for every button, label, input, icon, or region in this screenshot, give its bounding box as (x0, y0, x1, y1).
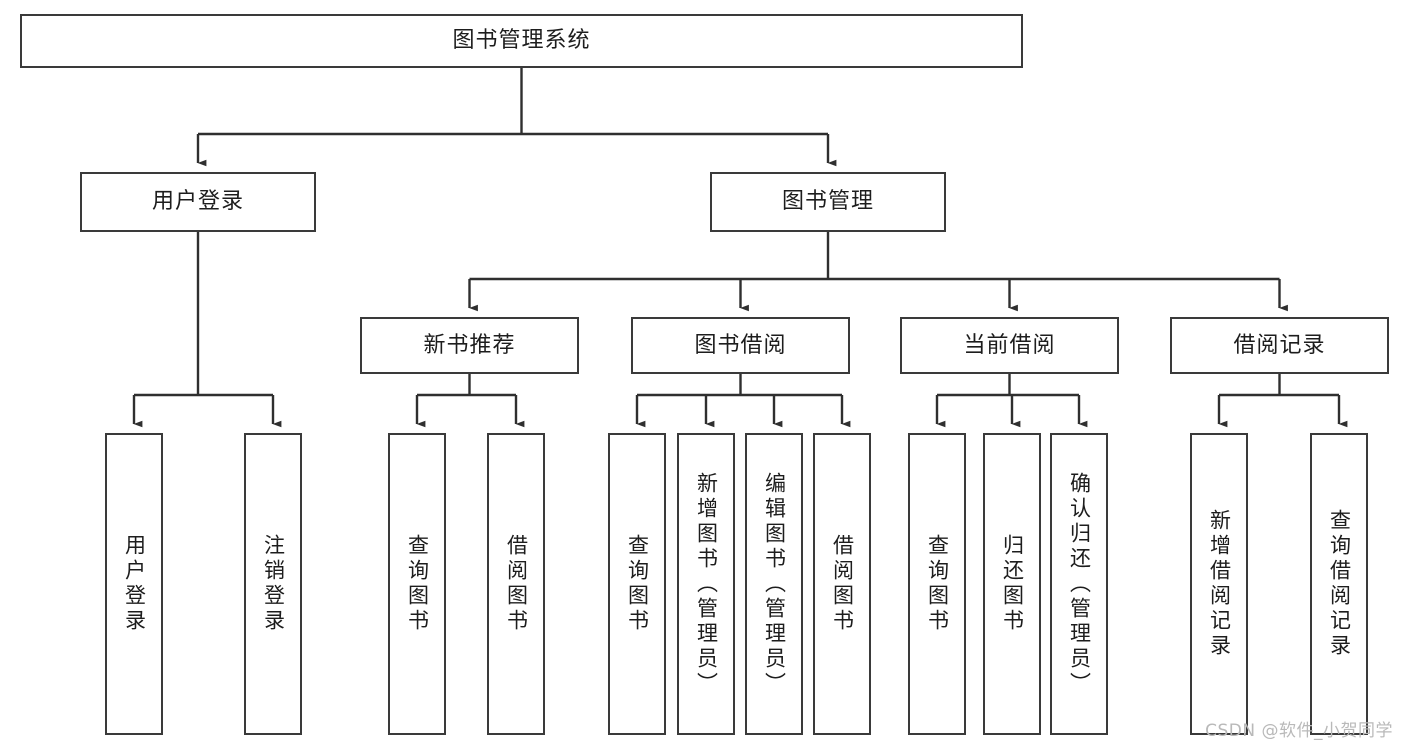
csdn-watermark: CSDN @软件_小贺同学 (1205, 721, 1393, 741)
node-leaf-nb-query[interactable]: 查询图书 (388, 433, 446, 735)
node-leaf-logout[interactable]: 注销登录 (244, 433, 302, 735)
node-leaf-login[interactable]: 用户登录 (105, 433, 163, 735)
node-records[interactable]: 借阅记录 (1170, 317, 1389, 374)
node-label: 借阅图书 (830, 534, 855, 634)
node-current[interactable]: 当前借阅 (900, 317, 1119, 374)
node-label: 确认归还（管理员） (1067, 471, 1092, 697)
node-newbook[interactable]: 新书推荐 (360, 317, 579, 374)
node-leaf-bo-add[interactable]: 新增图书（管理员） (677, 433, 735, 735)
node-leaf-cu-ret[interactable]: 归还图书 (983, 433, 1041, 735)
node-leaf-cu-conf[interactable]: 确认归还（管理员） (1050, 433, 1108, 735)
node-label: 新增图书（管理员） (694, 471, 719, 697)
node-label: 查询图书 (925, 534, 950, 634)
node-label: 当前借阅 (963, 332, 1056, 358)
node-label: 注销登录 (261, 534, 286, 634)
node-leaf-bo-lend[interactable]: 借阅图书 (813, 433, 871, 735)
node-label: 归还图书 (1000, 534, 1025, 634)
node-label: 图书管理 (781, 189, 874, 215)
node-label: 查询图书 (625, 534, 650, 634)
node-root[interactable]: 图书管理系统 (20, 14, 1023, 68)
node-leaf-re-add[interactable]: 新增借阅记录 (1190, 433, 1248, 735)
node-label: 新书推荐 (423, 332, 516, 358)
node-bookmgmt[interactable]: 图书管理 (710, 172, 946, 232)
node-borrow[interactable]: 图书借阅 (631, 317, 850, 374)
node-label: 查询图书 (405, 534, 430, 634)
node-label: 新增借阅记录 (1207, 509, 1232, 659)
node-label: 借阅记录 (1233, 332, 1326, 358)
node-leaf-cu-query[interactable]: 查询图书 (908, 433, 966, 735)
node-label: 图书借阅 (694, 332, 787, 358)
node-label: 图书管理系统 (452, 28, 591, 54)
node-leaf-bo-query[interactable]: 查询图书 (608, 433, 666, 735)
node-label: 借阅图书 (504, 534, 529, 634)
node-label: 用户登录 (151, 189, 244, 215)
node-label: 查询借阅记录 (1327, 509, 1352, 659)
node-leaf-nb-borrow[interactable]: 借阅图书 (487, 433, 545, 735)
node-leaf-bo-edit[interactable]: 编辑图书（管理员） (745, 433, 803, 735)
node-leaf-re-query[interactable]: 查询借阅记录 (1310, 433, 1368, 735)
node-label: 用户登录 (122, 534, 147, 634)
node-label: 编辑图书（管理员） (762, 471, 787, 697)
node-login[interactable]: 用户登录 (80, 172, 316, 232)
